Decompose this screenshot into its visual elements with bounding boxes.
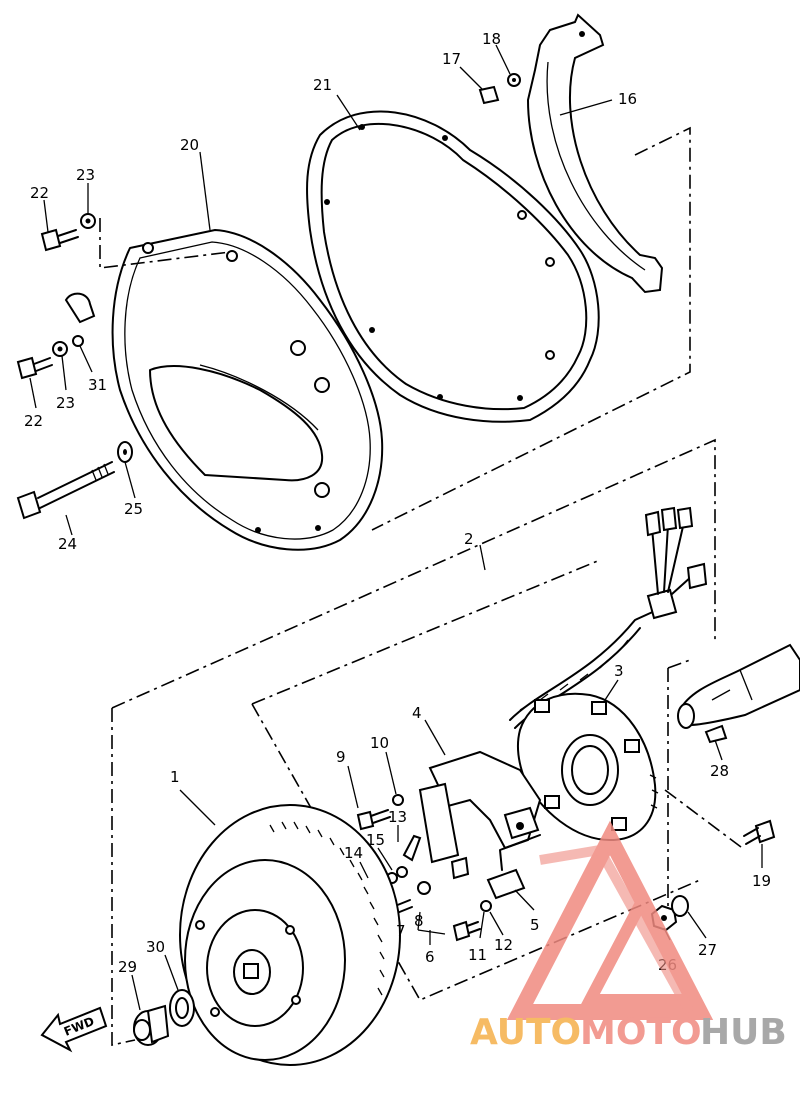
- label-part-23-top: 23: [76, 166, 95, 184]
- label-part-25: 25: [124, 500, 143, 518]
- label-part-28: 28: [710, 762, 729, 780]
- watermark-text-hub: HUB: [700, 1012, 787, 1053]
- label-part-8: 8: [414, 912, 424, 930]
- leader-lines: [29, 44, 763, 1011]
- connector-part-5: [486, 834, 541, 900]
- label-part-16: 16: [618, 90, 637, 108]
- label-part-22-top: 22: [30, 184, 49, 202]
- label-part-6: 6: [425, 948, 435, 966]
- stator-plate-part-3: [516, 692, 659, 842]
- flywheel-cover-part-20: [111, 229, 384, 551]
- label-part-18: 18: [482, 30, 501, 48]
- watermark-text-moto: MOTO: [580, 1012, 702, 1053]
- label-part-21: 21: [313, 76, 332, 94]
- label-part-27: 27: [698, 941, 717, 959]
- crankshaft-and-key-part-28: [677, 643, 800, 744]
- label-part-13: 13: [388, 808, 407, 826]
- label-part-30: 30: [146, 938, 165, 956]
- flywheel-part-1: [179, 804, 401, 1066]
- gasket-part-21: [306, 110, 600, 423]
- collar-and-washer-parts-29-30: [133, 989, 195, 1046]
- part-number-labels: 1 2 3 4 5 6 7 8 9 10 11 12 13 14 15 16 1…: [24, 30, 771, 976]
- curved-plate-part-16: [526, 13, 664, 294]
- assembly-boundary-lines: [99, 126, 746, 1046]
- fwd-arrow-icon: FWD: [40, 1006, 108, 1053]
- watermark-logo: AUTO MOTO HUB: [470, 820, 787, 1053]
- pulser-coil-part-4: [418, 750, 542, 880]
- label-part-22-bottom: 22: [24, 412, 43, 430]
- label-part-23-bottom: 23: [56, 394, 75, 412]
- label-part-20: 20: [180, 136, 199, 154]
- label-part-31: 31: [88, 376, 107, 394]
- label-part-24: 24: [58, 535, 77, 553]
- label-part-29: 29: [118, 958, 137, 976]
- label-part-11: 11: [468, 946, 487, 964]
- label-part-4: 4: [412, 704, 422, 722]
- label-part-2: 2: [464, 530, 474, 548]
- label-part-1: 1: [170, 768, 180, 786]
- label-part-7: 7: [396, 922, 406, 940]
- label-part-3: 3: [614, 662, 624, 680]
- watermark-text-auto: AUTO: [470, 1012, 581, 1053]
- label-part-14: 14: [344, 844, 363, 862]
- hardware-cover-fasteners: [16, 73, 521, 520]
- label-part-17: 17: [442, 50, 461, 68]
- label-part-15: 15: [366, 831, 385, 849]
- label-part-9: 9: [336, 748, 346, 766]
- label-part-10: 10: [370, 734, 389, 752]
- label-part-19: 19: [752, 872, 771, 890]
- label-part-5: 5: [530, 916, 540, 934]
- label-part-12: 12: [494, 936, 513, 954]
